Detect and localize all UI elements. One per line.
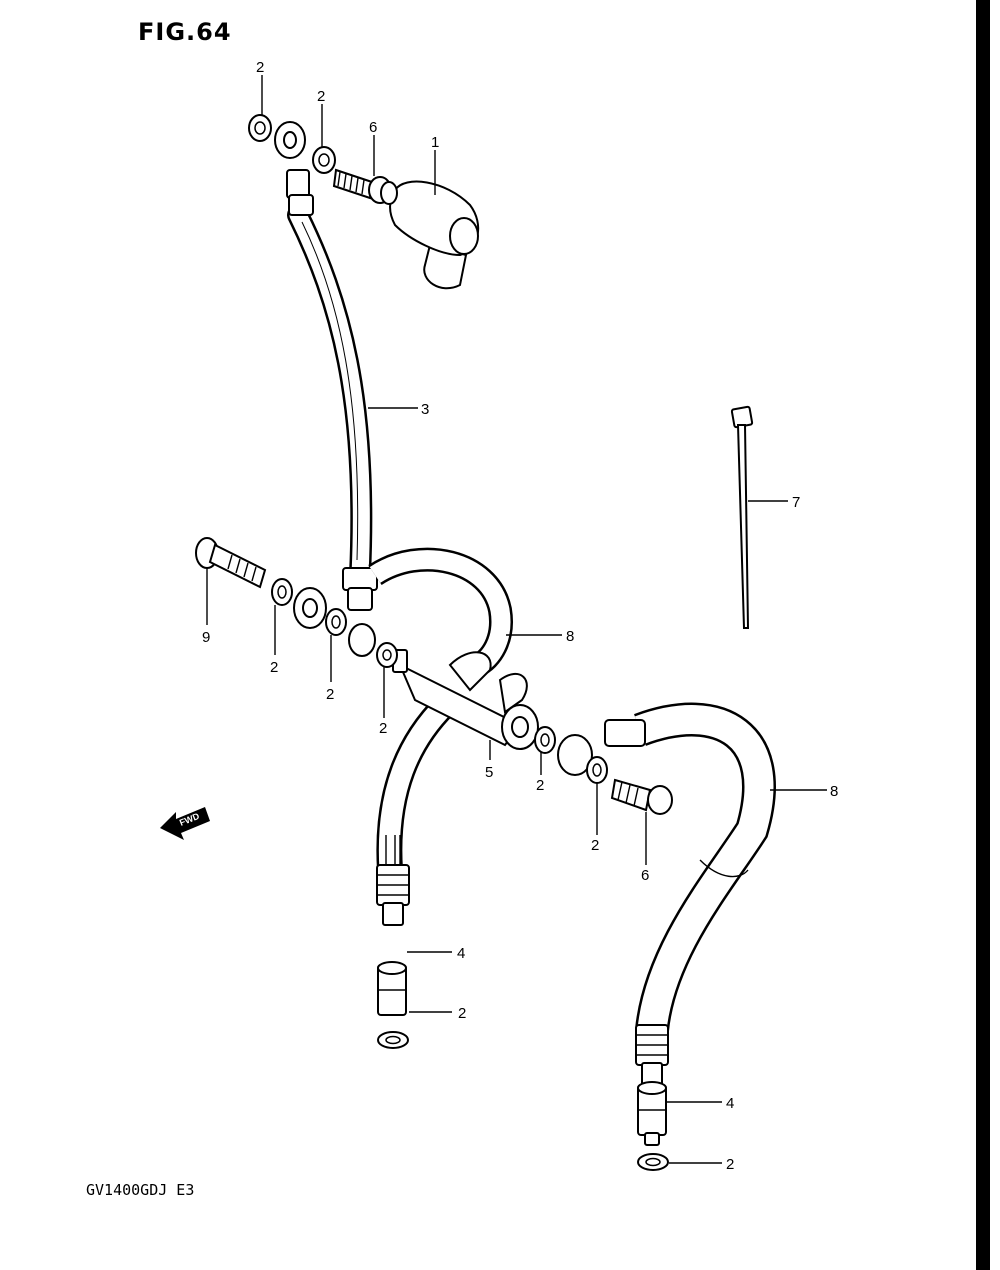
fwd-arrow-icon: FWD [160,807,210,840]
brake-hose-lower-left [376,695,455,926]
page-edge-border [976,0,990,1270]
banjo-fitting-middle [348,623,376,657]
callout-6: 6 [641,867,649,884]
callout-2: 2 [536,777,544,794]
union-bolt-right [637,1081,667,1146]
callout-7: 7 [792,494,800,511]
brake-hose-lower-right [604,702,776,1086]
union-bolt-left [377,961,407,1016]
callout-3: 3 [421,401,429,418]
callout-leaders [206,75,827,1164]
callout-2: 2 [458,1005,466,1022]
callout-4: 4 [457,945,465,962]
callout-2: 2 [726,1156,734,1173]
callout-6: 6 [369,119,377,136]
callout-2: 2 [326,686,334,703]
callout-4: 4 [726,1095,734,1112]
brake-hose-upper [274,121,378,611]
callout-labels: 2 2 6 1 3 7 9 8 2 2 2 5 2 8 2 6 4 2 4 2 [202,59,838,1173]
hose-fitting-lower [342,567,378,591]
brake-hose-loop-upper [368,547,513,677]
banjo-bolt-lower [610,778,673,815]
callout-2: 2 [270,659,278,676]
model-code: GV1400GDJ E3 [86,1181,195,1199]
callout-2: 2 [379,720,387,737]
callout-5: 5 [485,764,493,781]
hose-fitting-collar [288,194,314,216]
callout-1: 1 [431,134,439,151]
callout-2: 2 [256,59,264,76]
figure-title: FIG.64 [138,18,232,46]
callout-8: 8 [566,628,574,645]
cable-tie [730,405,754,629]
callout-8: 8 [830,783,838,800]
banjo-bolt-left [195,537,267,589]
banjo-bolt-upper [332,168,398,205]
master-cylinder-boot [389,180,480,290]
hose-fitting-top [286,169,310,199]
callout-2: 2 [591,837,599,854]
callout-2: 2 [317,88,325,105]
callout-9: 9 [202,629,210,646]
banjo-fitting-right [557,734,593,776]
